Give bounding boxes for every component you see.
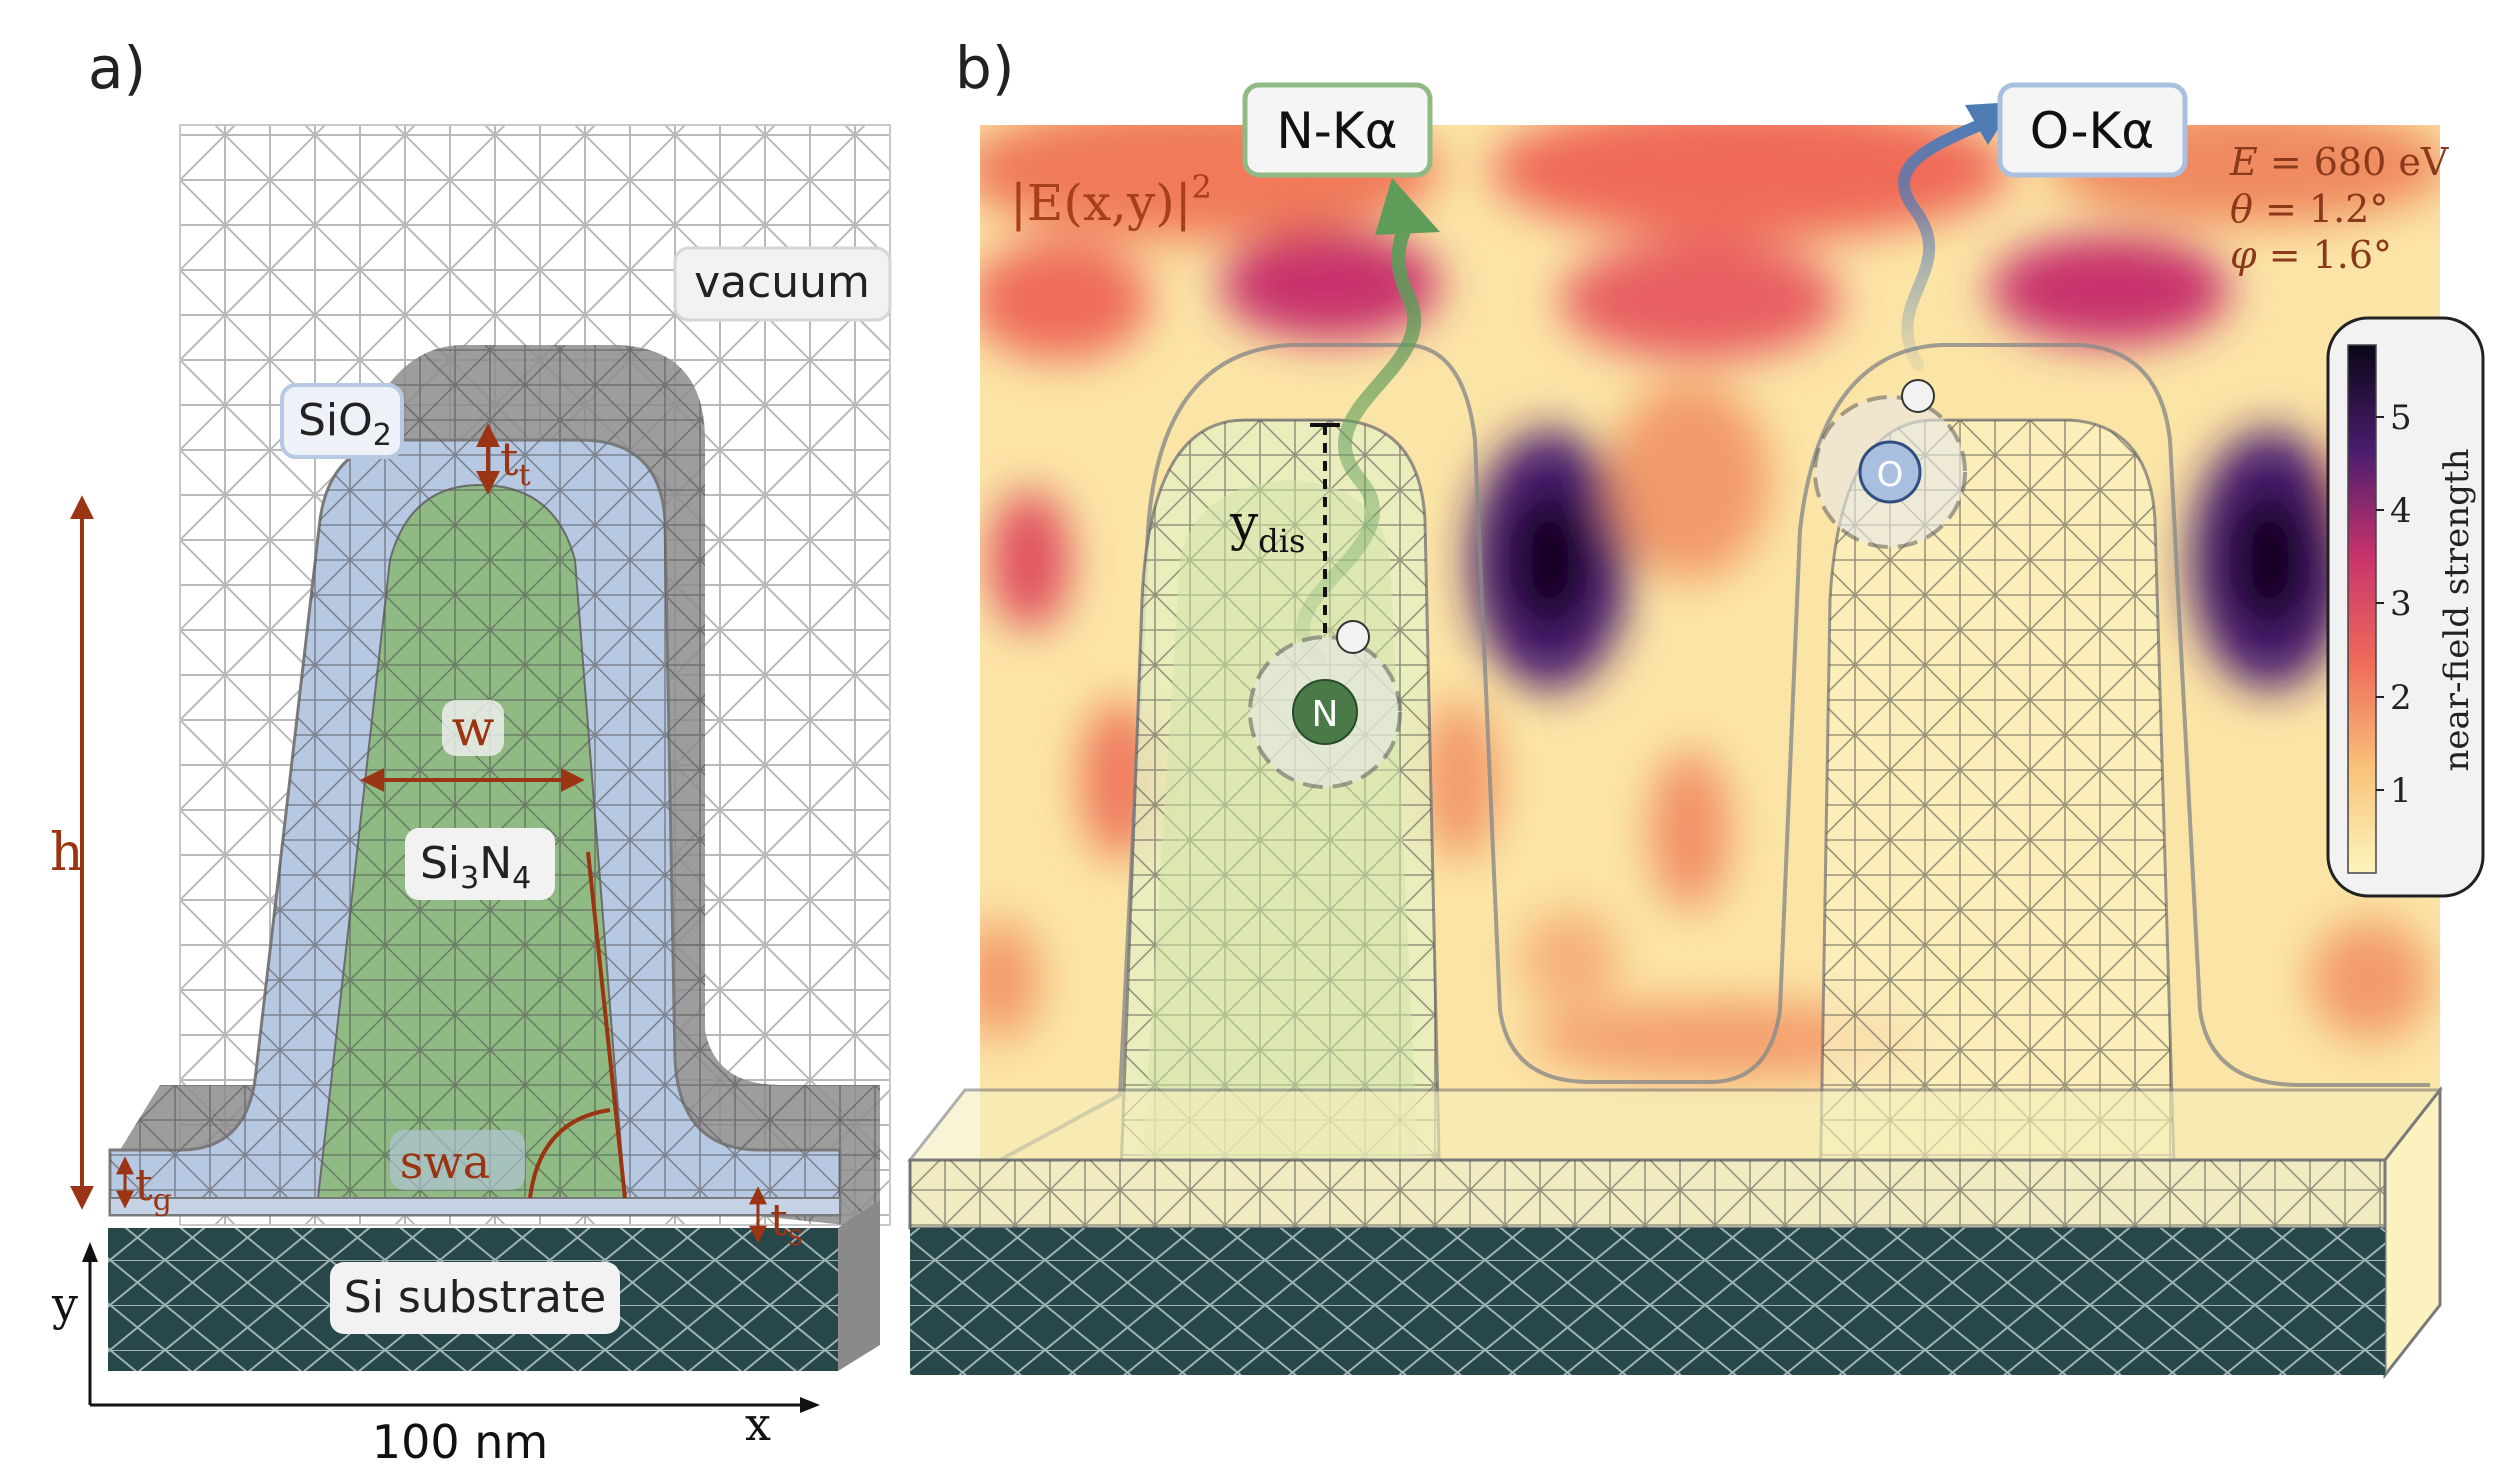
svg-text:SiO2: SiO2 (298, 395, 392, 453)
svg-text:ts: ts (770, 1195, 803, 1253)
si3n4-text-si: Si (420, 838, 460, 889)
field-exponent: 2 (1192, 168, 1212, 206)
swa-label: swa (400, 1135, 490, 1189)
parameter-block: E = 680 eV θ = 1.2° φ = 1.6° (2229, 140, 2449, 277)
substrate-depth (838, 1200, 880, 1371)
o-line-box: O-Kα (1997, 82, 2188, 178)
n-line-label: N-Kα (1276, 102, 1397, 160)
n-arrow-head (1375, 178, 1440, 235)
n-atom (1292, 679, 1358, 745)
energy-symbol: E (2229, 140, 2258, 184)
ts-label: t (770, 1195, 788, 1246)
sio2-label: SiO2 (280, 383, 404, 459)
tt-subscript: t (519, 458, 531, 493)
si3n4-text-n: N (479, 838, 512, 889)
substrate-label: Si substrate (330, 1262, 620, 1334)
svg-text:φ = 1.6°: φ = 1.6° (2230, 233, 2392, 277)
o-atom-label: O (1877, 455, 1904, 495)
si3n4-label: Si3N4 (405, 828, 555, 900)
colorbar-gradient (2347, 344, 2377, 874)
energy-value: = 680 eV (2258, 140, 2449, 184)
base-slab-mesh (910, 1160, 2385, 1228)
swa-arc (528, 1108, 611, 1199)
ydis-subscript: dis (1258, 522, 1305, 560)
feature-right-mesh (1820, 420, 2175, 1200)
n-electron (1336, 620, 1370, 654)
tg-subscript: g (153, 1183, 172, 1218)
h-label: h (50, 823, 84, 883)
svg-text:ydis: ydis (1229, 494, 1305, 560)
substrate-text: Si substrate (344, 1272, 606, 1323)
colorbar-tick: 2 (2390, 678, 2412, 718)
vacuum-text: vacuum (694, 257, 870, 308)
colorbar-label: near-field strength (2437, 449, 2477, 772)
colorbar: near-field strength 1 2 3 4 5 (2326, 316, 2485, 898)
sio2-text: SiO (298, 395, 373, 446)
svg-text:tt: tt (500, 432, 531, 493)
svg-text:Si3N4: Si3N4 (420, 838, 531, 896)
svg-text:tg: tg (135, 1160, 172, 1218)
colorbar-ticks: 1 2 3 4 5 (2376, 398, 2412, 811)
n-line-box: N-Kα (1242, 82, 1433, 178)
ts-subscript: s (788, 1218, 803, 1253)
o-electron (1901, 379, 1935, 413)
tt-label: t (500, 432, 519, 486)
w-label: w (452, 699, 495, 757)
sio2-subscript: 2 (373, 418, 392, 453)
phi-value: = 1.6° (2257, 233, 2392, 277)
si3n4-sub-3: 3 (460, 861, 479, 896)
tg-label: t (135, 1160, 153, 1211)
n-atom-label: N (1312, 694, 1339, 735)
scale-label: 100 nm (372, 1415, 548, 1469)
x-axis-label: x (745, 1397, 771, 1451)
colorbar-tick: 1 (2390, 771, 2412, 811)
oxide-shell-right (1709, 343, 2430, 1087)
colorbar-tick: 4 (2390, 491, 2412, 531)
o-emission-wave (1898, 119, 1986, 371)
panel-b-label: b) (955, 34, 1014, 102)
o-line-label: O-Kα (2030, 102, 2155, 160)
svg-text:θ = 1.2°: θ = 1.2° (2230, 187, 2388, 231)
ground-oxide (109, 1197, 841, 1216)
phi-symbol: φ (2230, 233, 2257, 277)
near-field-map (980, 125, 2440, 1225)
n-emission-wave (1296, 208, 1422, 667)
o-atom (1858, 440, 1922, 504)
panel-a-label: a) (88, 34, 146, 102)
substrate-b-mesh (910, 1228, 2385, 1375)
oxide-shell-left (999, 343, 1710, 1162)
base-slab-top (906, 1088, 2444, 1162)
colorbar-tick: 3 (2390, 584, 2412, 624)
theta-symbol: θ (2230, 187, 2253, 231)
svg-text:E = 680 eV: E = 680 eV (2229, 140, 2449, 184)
swa-line (586, 851, 627, 1199)
svg-text:|E(x,y)|2: |E(x,y)|2 (1010, 168, 1212, 232)
theta-value: = 1.2° (2253, 187, 2388, 231)
structure-b (906, 343, 2444, 1380)
si3n4-sub-4: 4 (512, 861, 531, 896)
ydis-label: y (1229, 494, 1259, 552)
colorbar-tick: 5 (2390, 398, 2412, 438)
vacuum-label: vacuum (673, 246, 892, 322)
y-axis-label: y (51, 1277, 78, 1331)
field-label: |E(x,y)| (1010, 174, 1192, 232)
